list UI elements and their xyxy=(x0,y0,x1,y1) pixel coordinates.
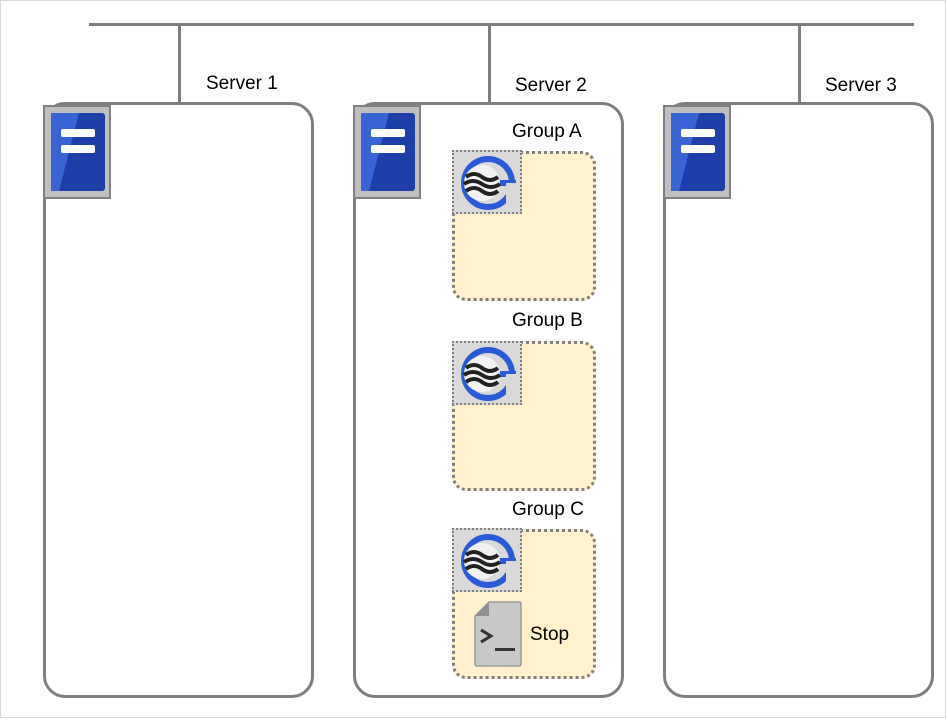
group-c-resource-icon xyxy=(452,528,522,592)
server-1-icon xyxy=(43,105,111,199)
network-bus-line xyxy=(89,23,914,26)
network-drop-server-3 xyxy=(798,25,801,103)
server-1-label: Server 1 xyxy=(206,73,278,94)
script-terminal-icon xyxy=(473,600,523,673)
network-drop-server-1 xyxy=(178,25,181,103)
server-2-icon xyxy=(353,105,421,199)
group-a-resource-icon xyxy=(452,150,522,214)
group-b-resource-icon xyxy=(452,341,522,405)
server-3-label: Server 3 xyxy=(825,75,897,96)
server-3-box xyxy=(663,102,934,698)
server-1-box xyxy=(43,102,314,698)
group-c-label: Group C xyxy=(512,499,584,520)
group-a-label: Group A xyxy=(512,121,582,142)
server-3-icon xyxy=(663,105,731,199)
server-2-label: Server 2 xyxy=(515,75,587,96)
group-b-label: Group B xyxy=(512,310,583,331)
script-stop-label: Stop xyxy=(530,624,570,645)
network-drop-server-2 xyxy=(488,25,491,103)
